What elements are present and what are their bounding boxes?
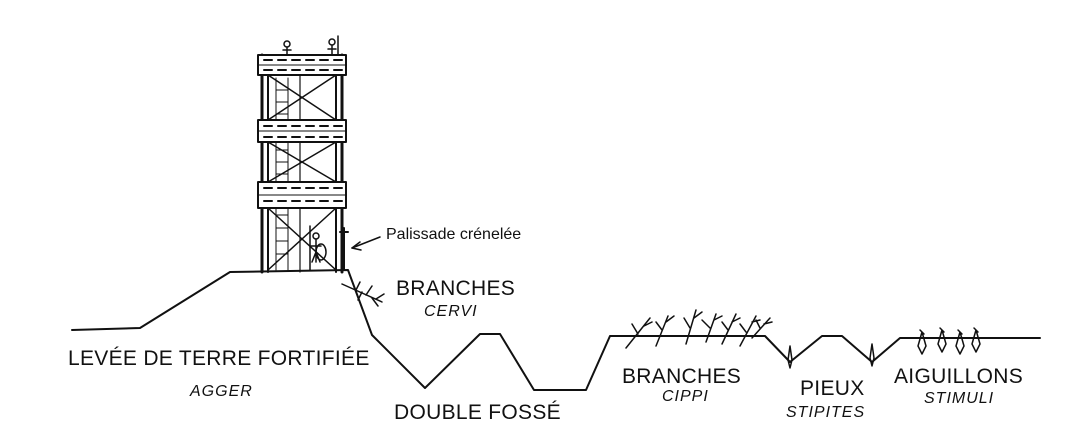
ground-profile	[71, 269, 1041, 391]
cippi-branches	[625, 309, 773, 349]
watch-tower	[257, 35, 347, 274]
aiguillons-spikes	[917, 327, 981, 355]
aiguillons-label: AIGUILLONS	[894, 365, 1024, 388]
pieux-stakes	[787, 343, 875, 369]
cervi-branch	[341, 281, 385, 307]
cervi-latin-label: CERVI	[424, 303, 478, 320]
levee-label: LEVÉE DE TERRE FORTIFIÉE	[68, 347, 370, 370]
branches-cervi-label: BRANCHES	[396, 277, 516, 300]
cippi-latin-label: CIPPI	[662, 388, 709, 405]
agger-latin-label: AGGER	[190, 383, 253, 400]
palissade	[339, 227, 349, 271]
branches-cippi-label: BRANCHES	[622, 365, 742, 388]
stipites-latin-label: STIPITES	[786, 404, 866, 421]
pieux-label: PIEUX	[800, 377, 865, 400]
stimuli-latin-label: STIMULI	[924, 390, 995, 407]
double-fosse-label: DOUBLE FOSSÉ	[394, 401, 561, 424]
soldier-figures	[282, 35, 339, 271]
palissade-pointer-arrow	[351, 236, 381, 249]
palissade-label: Palissade crénelée	[386, 226, 522, 243]
